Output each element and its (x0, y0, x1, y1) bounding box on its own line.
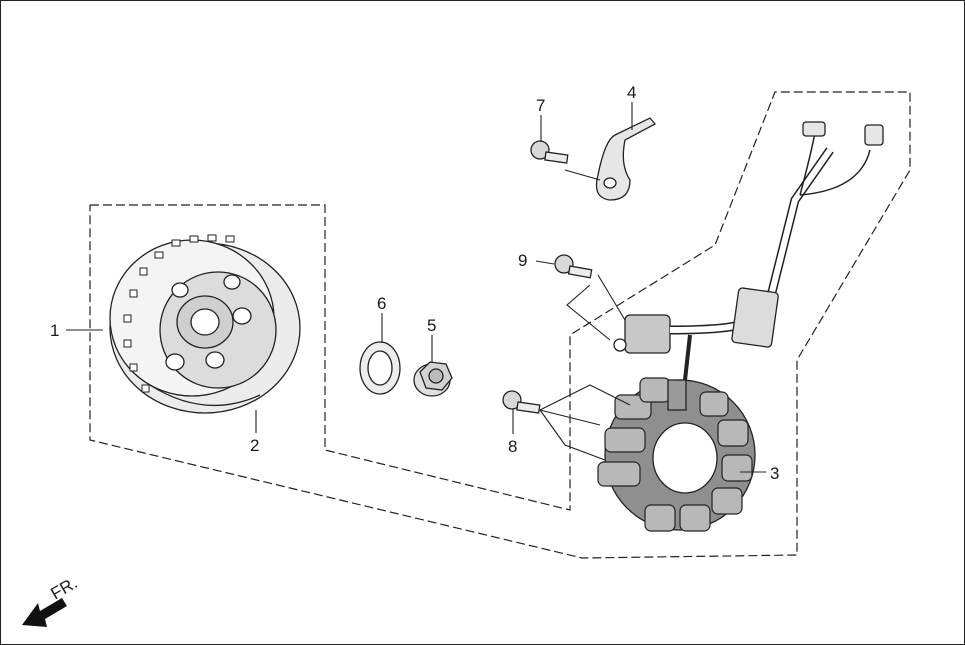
bolt-7 (530, 140, 569, 164)
washer (359, 341, 401, 395)
flywheel-magnet-ring (149, 384, 261, 406)
callout-1: 1 (50, 321, 59, 340)
pulse-sensor (613, 314, 671, 354)
bolt-8 (502, 390, 541, 414)
front-direction-arrow-icon (22, 598, 67, 627)
flywheel-slots (123, 234, 235, 393)
flange-nut (413, 361, 453, 397)
callout-9: 9 (518, 251, 527, 270)
callout-5: 5 (427, 316, 436, 335)
stator-coil (597, 377, 756, 532)
leader-lines (66, 102, 766, 473)
flywheel-rotor (109, 239, 301, 414)
front-direction-label: FR. (48, 573, 81, 603)
callout-4: 4 (627, 83, 636, 102)
callout-6: 6 (377, 294, 386, 313)
callout-2: 2 (250, 436, 259, 455)
callout-7: 7 (536, 96, 545, 115)
callout-3: 3 (770, 464, 779, 483)
wire-clamp-bracket (595, 117, 657, 201)
callout-8: 8 (508, 437, 517, 456)
wire-harness (669, 121, 884, 381)
flywheel-group-outline (89, 91, 911, 559)
bolt-9 (554, 254, 593, 279)
